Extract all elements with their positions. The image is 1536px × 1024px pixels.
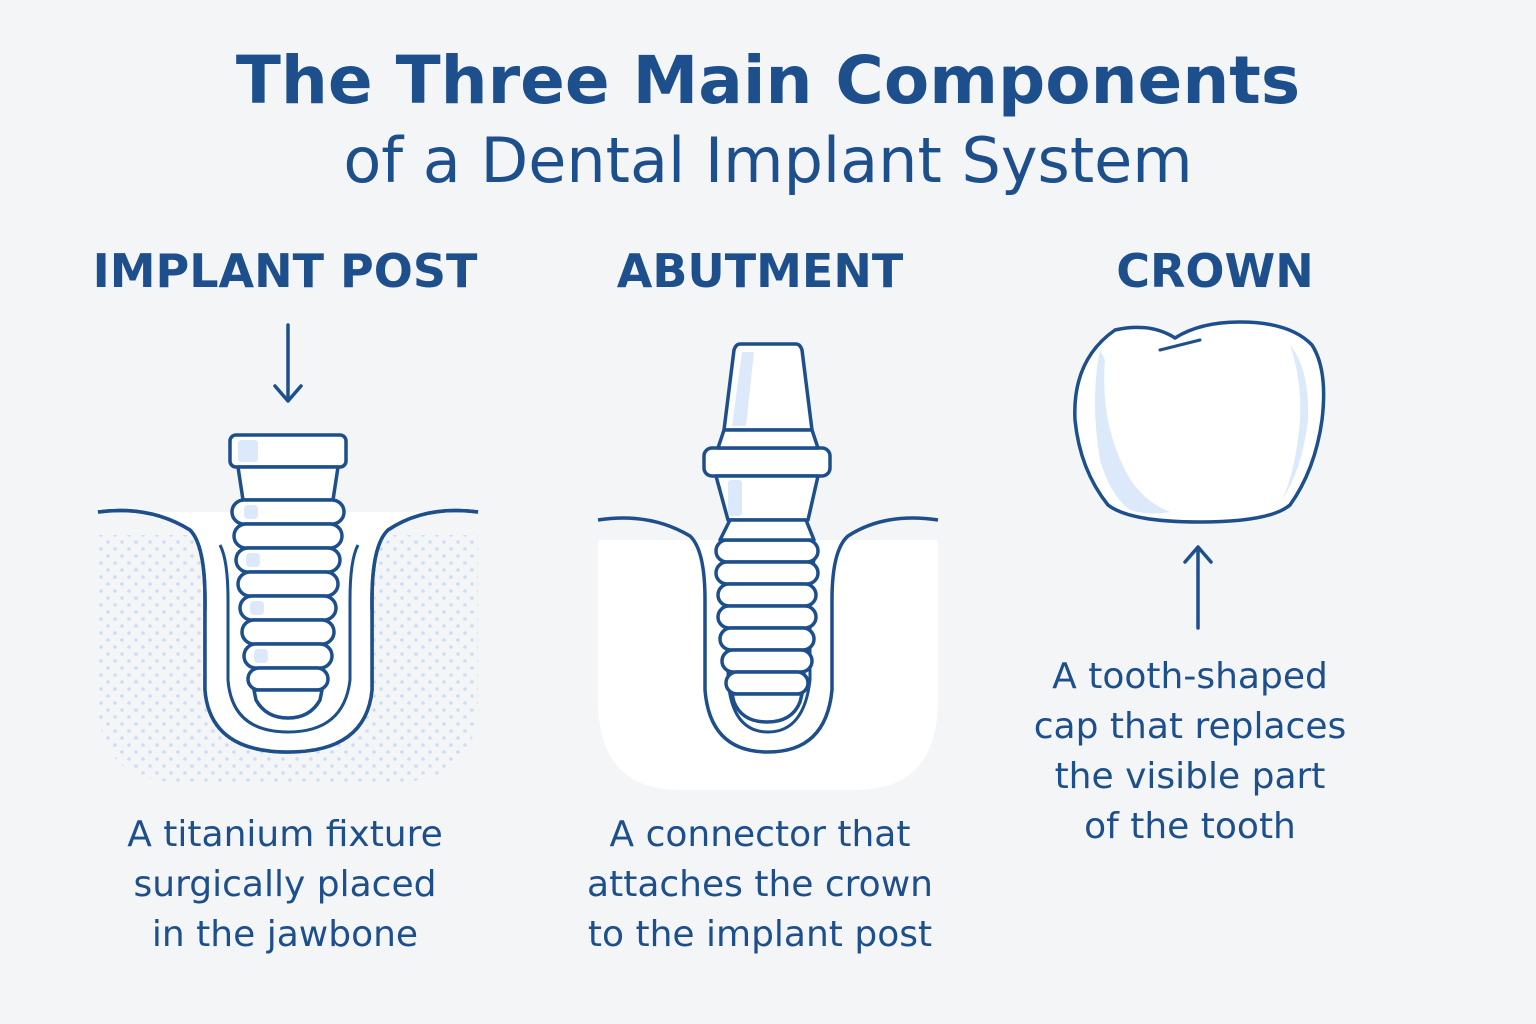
crown-description-line: A tooth-shaped bbox=[1052, 656, 1328, 697]
crown-description-line: the visible part bbox=[1054, 756, 1326, 797]
abutment-heading: ABUTMENT bbox=[616, 244, 904, 298]
implant-post-description-line: surgically placed bbox=[133, 864, 437, 905]
page-subtitle: of a Dental Implant System bbox=[343, 124, 1193, 197]
implant-post-description: A titanium fixture surgically placed in … bbox=[85, 810, 485, 960]
implant-post-heading: IMPLANT POST bbox=[92, 244, 478, 298]
implant-post-description-line: in the jawbone bbox=[151, 914, 419, 955]
crown-description-line: of the tooth bbox=[1084, 806, 1296, 847]
up-arrow-icon bbox=[1183, 545, 1213, 630]
abutment-icon bbox=[597, 342, 939, 790]
abutment-description-line: attaches the crown bbox=[587, 864, 933, 905]
down-arrow-icon bbox=[273, 323, 303, 403]
abutment-description: A connector that attaches the crown to t… bbox=[560, 810, 960, 960]
implant-post-description-line: A titanium fixture bbox=[127, 814, 443, 855]
abutment-description-line: A connector that bbox=[609, 814, 911, 855]
page-title: The Three Main Components bbox=[235, 42, 1301, 119]
crown-icon bbox=[1073, 320, 1326, 630]
crown-description-line: cap that replaces bbox=[1033, 706, 1347, 747]
abutment-description-line: to the implant post bbox=[587, 914, 933, 955]
crown-description: A tooth-shaped cap that replaces the vis… bbox=[990, 652, 1390, 852]
crown-heading: CROWN bbox=[1116, 244, 1314, 298]
implant-post-icon bbox=[97, 323, 479, 782]
